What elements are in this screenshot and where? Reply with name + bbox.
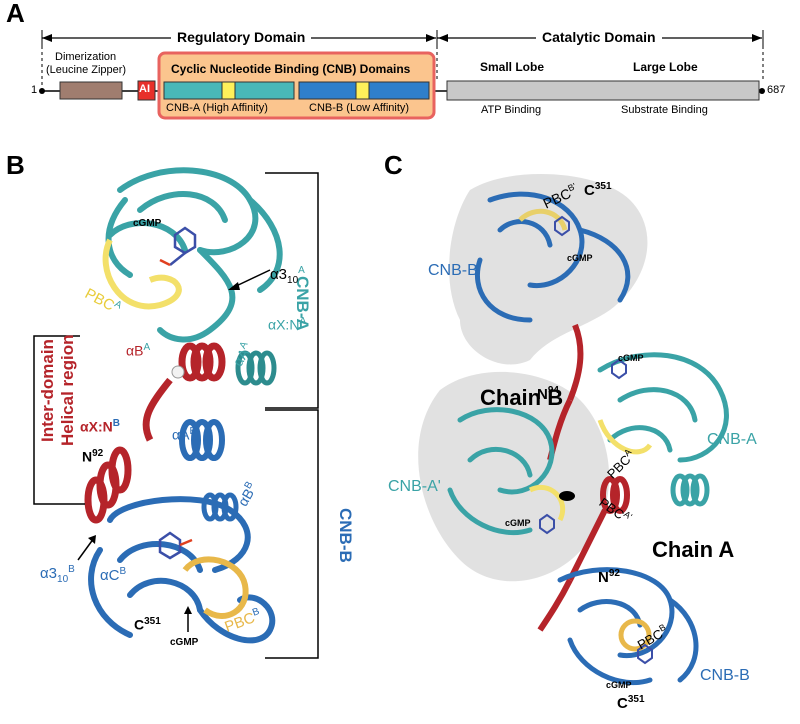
n94-label: N94 (537, 385, 559, 403)
chain-a-label: Chain A (652, 537, 735, 562)
catalytic-domain-label: Catalytic Domain (536, 29, 662, 45)
dimerization-label-1: Dimerization (55, 51, 117, 63)
atp-binding-label: ATP Binding (481, 104, 542, 116)
a310-a-sup: A (298, 265, 305, 276)
ab-a-text: αB (126, 342, 144, 359)
a310-a-sub: 10 (287, 275, 299, 286)
panel-b-letter: B (6, 150, 25, 180)
panel-b-structure (33, 167, 319, 659)
panel-b-cgmp-bottom: cGMP (170, 637, 199, 648)
end-residue: 687 (767, 84, 786, 96)
panel-b-n92: N92 (82, 448, 103, 465)
n92-b-sup: 92 (92, 448, 104, 459)
axn-a-text: αX:N (268, 316, 300, 333)
cgmp-2-label: cGMP (618, 353, 644, 363)
panel-b-cgmp-top: cGMP (133, 218, 162, 229)
c351-b-text: C (134, 616, 145, 633)
cnb-a-prime-label: CNB-A' (388, 478, 441, 495)
cnb-b-label: CNB-B (Low Affinity) (309, 102, 410, 114)
a310-a-text: α3 (270, 266, 288, 283)
small-lobe-label: Small Lobe (480, 60, 545, 74)
panel-c-letter: C (384, 150, 403, 180)
aa-b-text: αA (172, 426, 190, 443)
c351-bottom-sup: 351 (627, 694, 645, 705)
cnb-b-prime-label: CNB-B' (428, 262, 481, 279)
n94-text: N (537, 386, 548, 403)
cgmp-1-label: cGMP (567, 253, 593, 263)
panel-b-c351: C351 (134, 616, 161, 633)
chain-b-label: Chain B (480, 385, 564, 410)
panel-b-axn-b: αX:NB (80, 418, 120, 435)
start-residue: 1 (31, 84, 38, 96)
panel-b-aa-b: αAB (172, 426, 196, 443)
panel-b-ac-b: αCB (100, 566, 126, 584)
cgmp-4-label: cGMP (606, 680, 632, 690)
c351-top-label: C351 (584, 181, 612, 199)
c351-top-sup: 351 (594, 181, 612, 192)
panel-a-diagram (39, 30, 765, 120)
ac-b-sup: B (119, 566, 127, 577)
inter-domain-label-1: Inter-domain (38, 339, 57, 442)
axn-b-text: αX:N (80, 418, 113, 435)
panel-c-structure (418, 173, 729, 686)
cnb-b-label-c: CNB-B (700, 667, 750, 684)
ab-a-sup: A (143, 342, 151, 353)
axn-b-sup: B (112, 418, 120, 429)
cnb-a-label: CNB-A (High Affinity) (166, 102, 268, 114)
large-lobe-label: Large Lobe (633, 60, 698, 74)
dimerization-label-2: (Leucine Zipper) (46, 64, 127, 76)
panel-b-axn-a: αX:NA (268, 316, 306, 333)
c351-top-text: C (584, 182, 595, 199)
panel-b-ab-a: αBA (126, 342, 150, 359)
a310-b-sup: B (68, 564, 75, 575)
n92-b-text: N (82, 448, 93, 465)
cgmp-3-label: cGMP (505, 518, 531, 528)
panel-b-a310-a: α310A (270, 265, 305, 286)
substrate-binding-label: Substrate Binding (621, 104, 708, 116)
cnb-a-label-c: CNB-A (707, 431, 757, 448)
panel-a-letter: A (6, 0, 25, 28)
n92-label-c: N92 (598, 568, 620, 586)
c351-bottom-label: C351 (617, 694, 645, 712)
a310-b-text: α3 (40, 565, 58, 582)
a310-b-sub: 10 (57, 574, 69, 585)
aa-b-sup: B (189, 426, 197, 437)
panel-b-a310-b: α310B (40, 564, 75, 585)
c351-b-sup: 351 (144, 616, 161, 627)
n92-c-sup: 92 (608, 568, 620, 579)
ac-b-text: αC (100, 567, 120, 584)
cnb-title: Cyclic Nucleotide Binding (CNB) Domains (171, 62, 411, 76)
axn-a-sup: A (299, 316, 307, 327)
ai-label: AI (139, 83, 150, 95)
inter-domain-label-2: Helical region (58, 334, 77, 446)
panel-b-cnb-b-label: CNB-B (336, 508, 355, 563)
regulatory-domain-label: Regulatory Domain (171, 29, 312, 45)
c351-bottom-text: C (617, 695, 628, 712)
n94-sup: 94 (547, 385, 559, 396)
n92-c-text: N (598, 569, 609, 586)
